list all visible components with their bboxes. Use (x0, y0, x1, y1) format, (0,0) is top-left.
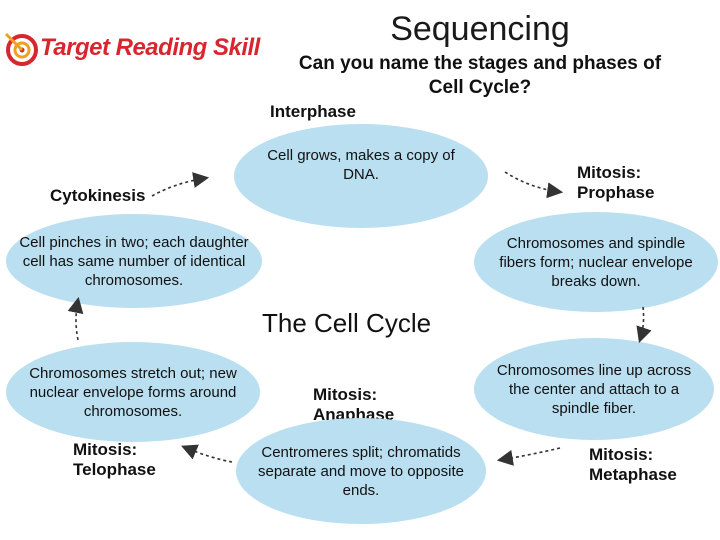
arrow-metaphase-to-anaphase (496, 447, 561, 466)
ellipse-metaphase: Chromosomes line up across the center an… (474, 338, 714, 440)
arrow-anaphase-to-telophase (181, 444, 233, 463)
label-interphase: Interphase (270, 102, 356, 121)
target-reading-skill-logo (4, 32, 38, 66)
page-subtitle: Can you name the stages and phases of Ce… (298, 53, 662, 98)
logo-text: Target Reading Skill (40, 34, 260, 61)
page-title: Sequencing (390, 10, 570, 48)
label-cytokinesis: Cytokinesis (50, 186, 146, 205)
arrow-prophase-to-metaphase (636, 306, 652, 344)
cell-cycle-title: The Cell Cycle (262, 308, 432, 338)
arrow-interphase-to-prophase (504, 171, 564, 199)
label-prophase: Mitosis: Prophase (577, 163, 655, 202)
ellipse-cytokinesis: Cell pinches in two; each daughter cell … (6, 214, 262, 308)
arrow-cytokinesis-to-interphase (151, 172, 210, 197)
arrow-telophase-to-cytokinesis (67, 296, 84, 341)
ellipse-telophase: Chromosomes stretch out; new nuclear env… (6, 342, 260, 442)
ellipse-prophase: Chromosomes and spindle fibers form; nuc… (474, 212, 718, 312)
label-telophase: Mitosis: Telophase (73, 440, 156, 479)
ellipse-interphase: Cell grows, makes a copy of DNA. (234, 124, 488, 228)
ellipse-anaphase: Centromeres split; chromatids separate a… (236, 418, 486, 524)
label-metaphase: Mitosis: Metaphase (589, 445, 677, 484)
